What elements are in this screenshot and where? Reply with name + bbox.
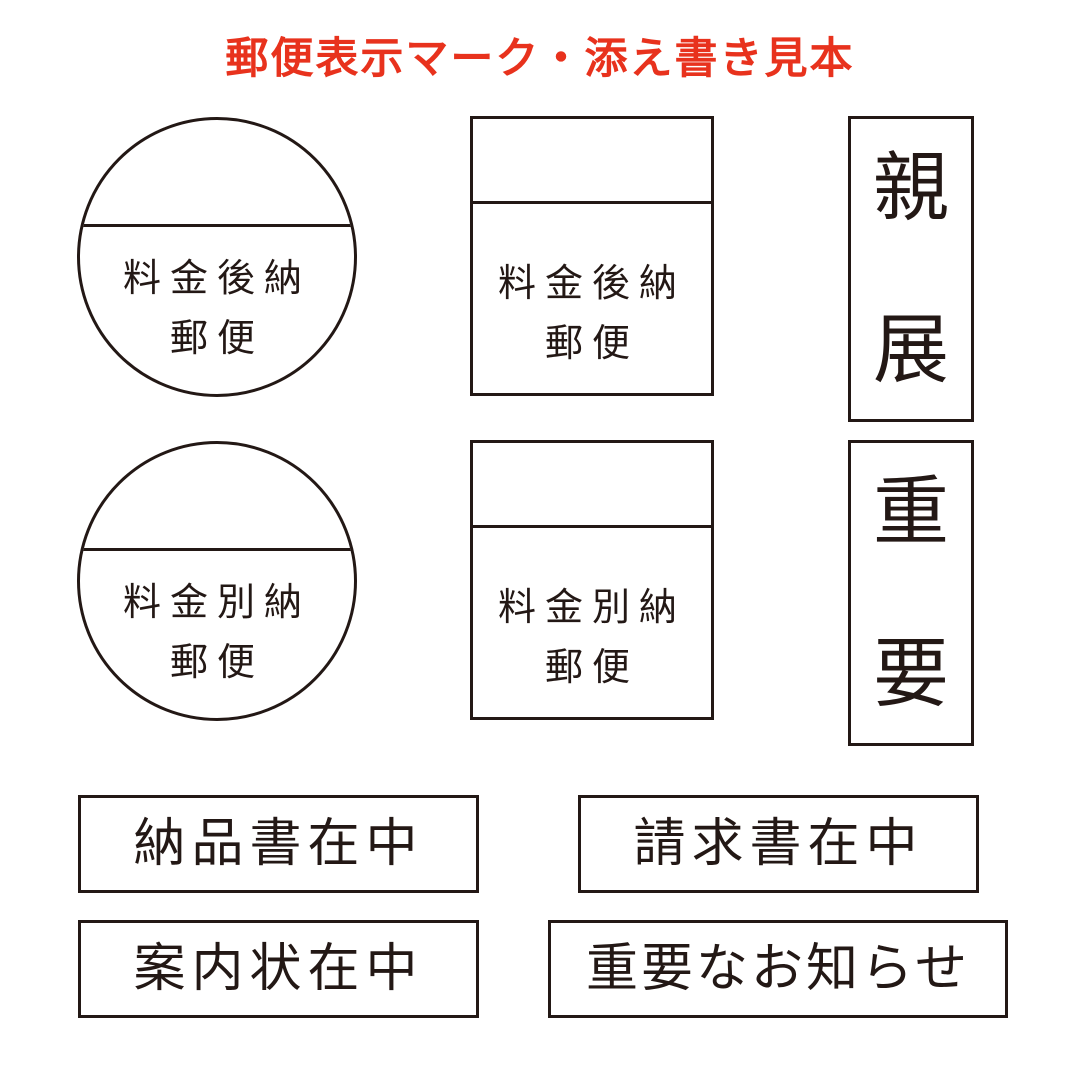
- stamp-divider: [80, 548, 354, 551]
- stamp-text: 料金後納 郵便: [473, 253, 711, 373]
- stamp-divider: [473, 525, 711, 528]
- stamp-line1: 料金別納: [497, 585, 686, 629]
- stamp-line2: 郵便: [544, 645, 639, 689]
- stamp-line2: 郵便: [169, 640, 264, 684]
- circle-stamp-kono: 料金後納 郵便: [77, 117, 357, 397]
- rect-stamp-kono: 料金後納 郵便: [470, 116, 714, 396]
- stamp-divider: [80, 224, 354, 227]
- circle-stamp-betsu: 料金別納 郵便: [77, 441, 357, 721]
- stamp-line2: 郵便: [169, 316, 264, 360]
- stamp-line1: 料金後納: [122, 256, 311, 300]
- stamp-text: 料金後納 郵便: [80, 248, 354, 368]
- stamp-line2: 郵便: [544, 321, 639, 365]
- label-shinten: 親 展: [848, 116, 974, 422]
- stamp-line1: 料金別納: [122, 580, 311, 624]
- label-annaijo: 案内状在中: [78, 920, 479, 1018]
- vertical-char: 重: [873, 467, 949, 556]
- vertical-char: 要: [873, 629, 949, 718]
- stamp-text: 料金別納 郵便: [80, 572, 354, 692]
- label-nouhinsho: 納品書在中: [78, 795, 479, 893]
- stamp-line1: 料金後納: [497, 261, 686, 305]
- stamp-text: 料金別納 郵便: [473, 577, 711, 697]
- label-seikyusho: 請求書在中: [578, 795, 979, 893]
- rect-stamp-betsu: 料金別納 郵便: [470, 440, 714, 720]
- vertical-char: 親: [873, 143, 949, 232]
- label-juyo: 重 要: [848, 440, 974, 746]
- stamp-divider: [473, 201, 711, 204]
- vertical-char: 展: [873, 305, 949, 394]
- label-oshirase: 重要なお知らせ: [548, 920, 1008, 1018]
- page-title: 郵便表示マーク・添え書き見本: [225, 34, 855, 84]
